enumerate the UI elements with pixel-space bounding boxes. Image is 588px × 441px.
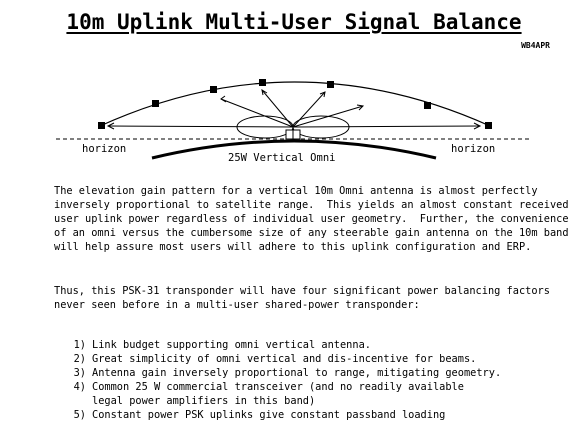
list-item: 4)Common 25 W commercial transceiver (an…	[73, 381, 464, 407]
list-item: 3)Antenna gain inversely proportional to…	[73, 367, 502, 379]
satellite-marker	[152, 100, 159, 107]
antenna-label: 25W Vertical Omni	[228, 152, 335, 164]
author-callsign: WB4APR	[521, 41, 550, 50]
transponder-intro-paragraph: Thus, this PSK-31 transponder will have …	[54, 285, 557, 311]
horizon-label-right: horizon	[451, 143, 495, 155]
satellite-marker	[424, 102, 431, 109]
satellite-marker	[485, 122, 492, 129]
balancing-factors-list: 1)Link budget supporting omni vertical a…	[54, 338, 588, 422]
elevation-gain-paragraph: The elevation gain pattern for a vertica…	[54, 185, 575, 253]
satellite-marker	[210, 86, 217, 93]
uplink-geometry-diagram: horizon horizon 25W Vertical Omni	[56, 79, 532, 164]
horizon-label-left: horizon	[82, 143, 126, 155]
earth-surface	[151, 139, 437, 160]
satellite-marker	[98, 122, 105, 129]
page-title: 10m Uplink Multi-User Signal Balance	[66, 10, 522, 34]
list-item: 1)Link budget supporting omni vertical a…	[73, 339, 371, 351]
satellite-marker	[259, 79, 266, 86]
gain-vectors	[106, 88, 482, 130]
list-item: 5)Constant power PSK uplinks give consta…	[73, 409, 446, 421]
satellite-marker	[327, 81, 334, 88]
list-item: 2)Great simplicity of omni vertical and …	[73, 353, 477, 365]
